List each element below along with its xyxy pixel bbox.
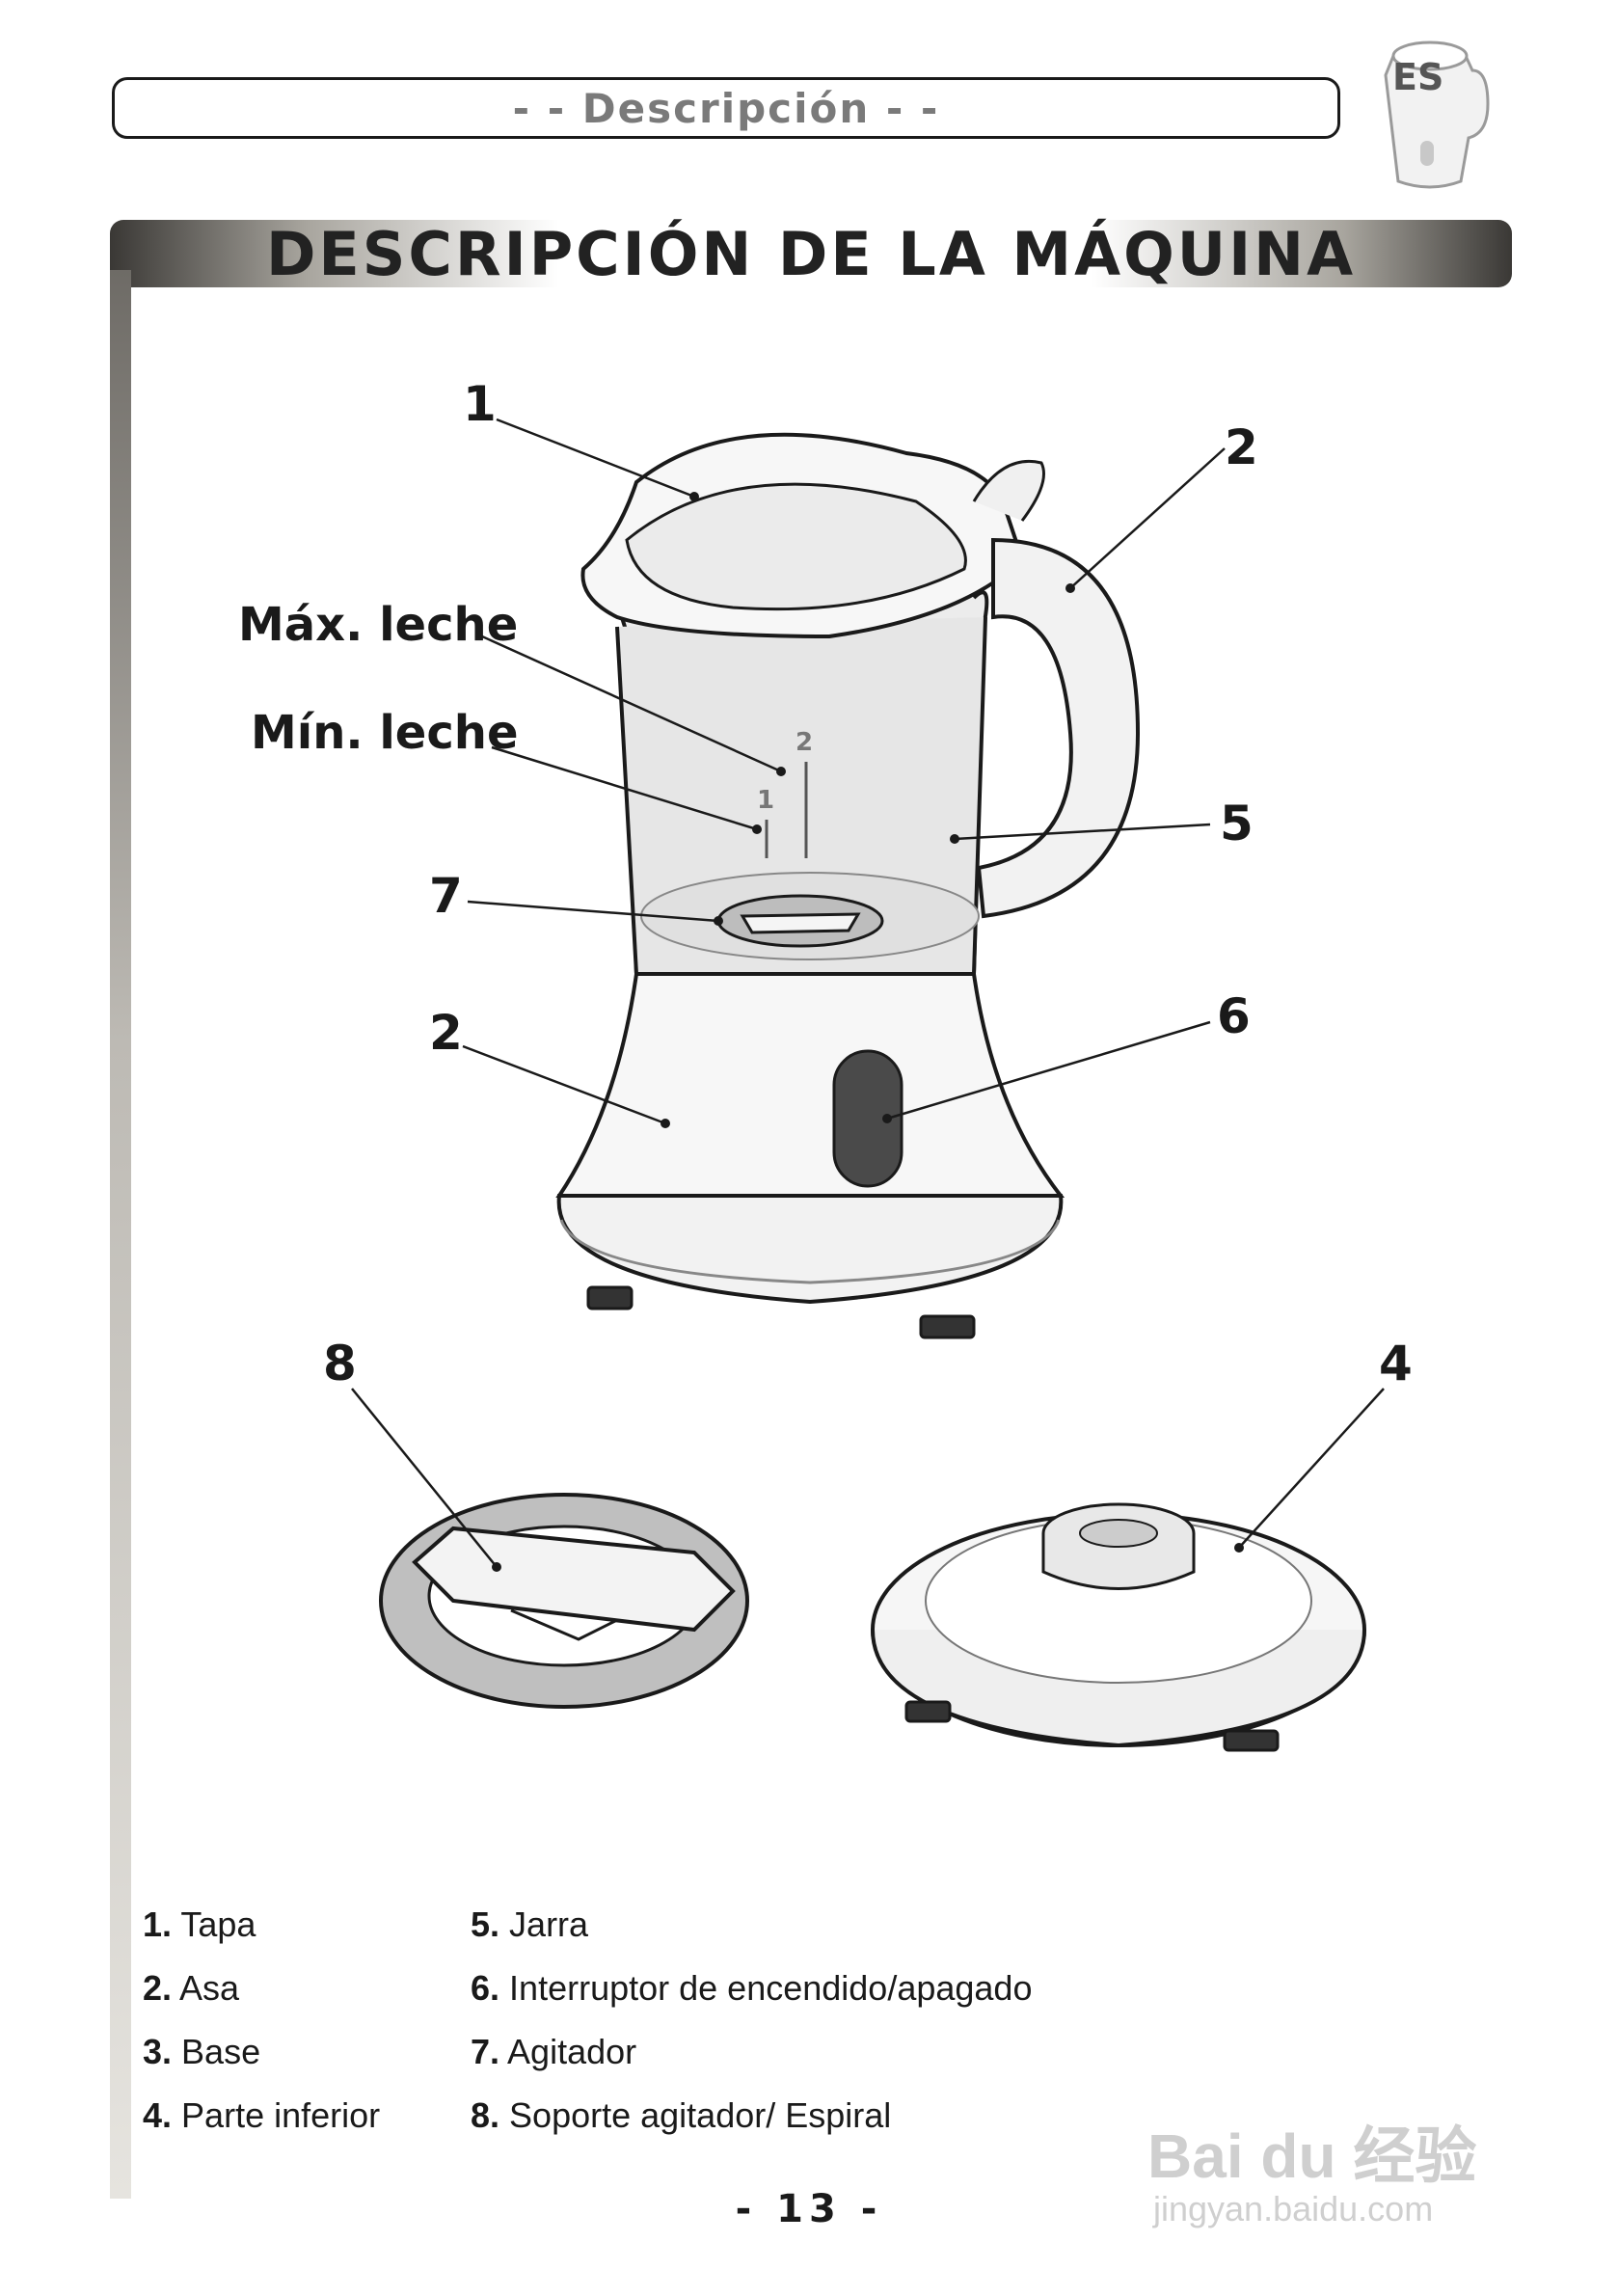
handle	[976, 537, 1141, 919]
callout-4: 4	[1379, 1336, 1413, 1391]
legend-item: 5. Jarra	[471, 1904, 589, 1944]
label-min-milk: Mín. leche	[251, 706, 519, 760]
legend-item: 6. Interruptor de encendido/apagado	[471, 1968, 1033, 2008]
callout-7: 7	[429, 868, 463, 924]
scale-mark-1: 1	[757, 786, 775, 815]
section-header: - - Descripción - -	[112, 77, 1340, 139]
callout-6: 6	[1217, 988, 1251, 1044]
page-title-bar: DESCRIPCIÓN DE LA MÁQUINA	[110, 218, 1512, 289]
base	[555, 972, 1065, 1198]
power-switch	[832, 1049, 903, 1188]
callout-1: 1	[463, 376, 497, 432]
label-max-milk: Máx. leche	[238, 598, 519, 652]
section-title: - - Descripción - -	[512, 84, 940, 132]
side-decoration-bar	[110, 270, 131, 2199]
watermark-logo: Bai du 经验	[1147, 2121, 1477, 2191]
legend-item: 1. Tapa	[143, 1904, 256, 1944]
callout-2-top: 2	[1225, 419, 1258, 475]
scale-mark-2: 2	[796, 728, 814, 757]
page-title: DESCRIPCIÓN DE LA MÁQUINA	[265, 218, 1357, 289]
legend-item: 4. Parte inferior	[143, 2095, 381, 2135]
callout-2-bottom: 2	[429, 1005, 463, 1061]
legend-item: 2. Asa	[143, 1968, 240, 2008]
callout-5: 5	[1220, 796, 1254, 851]
legend-item: 7. Agitador	[471, 2032, 637, 2071]
legend-item: 3. Base	[143, 2032, 261, 2071]
page-number: - 13 -	[735, 2187, 883, 2231]
callout-8: 8	[323, 1336, 357, 1391]
legend-item: 8. Soporte agitador/ Espiral	[471, 2095, 892, 2135]
jug-icon	[1384, 41, 1490, 189]
watermark-url: jingyan.baidu.com	[1153, 2189, 1434, 2228]
language-badge: ES	[1392, 56, 1444, 98]
